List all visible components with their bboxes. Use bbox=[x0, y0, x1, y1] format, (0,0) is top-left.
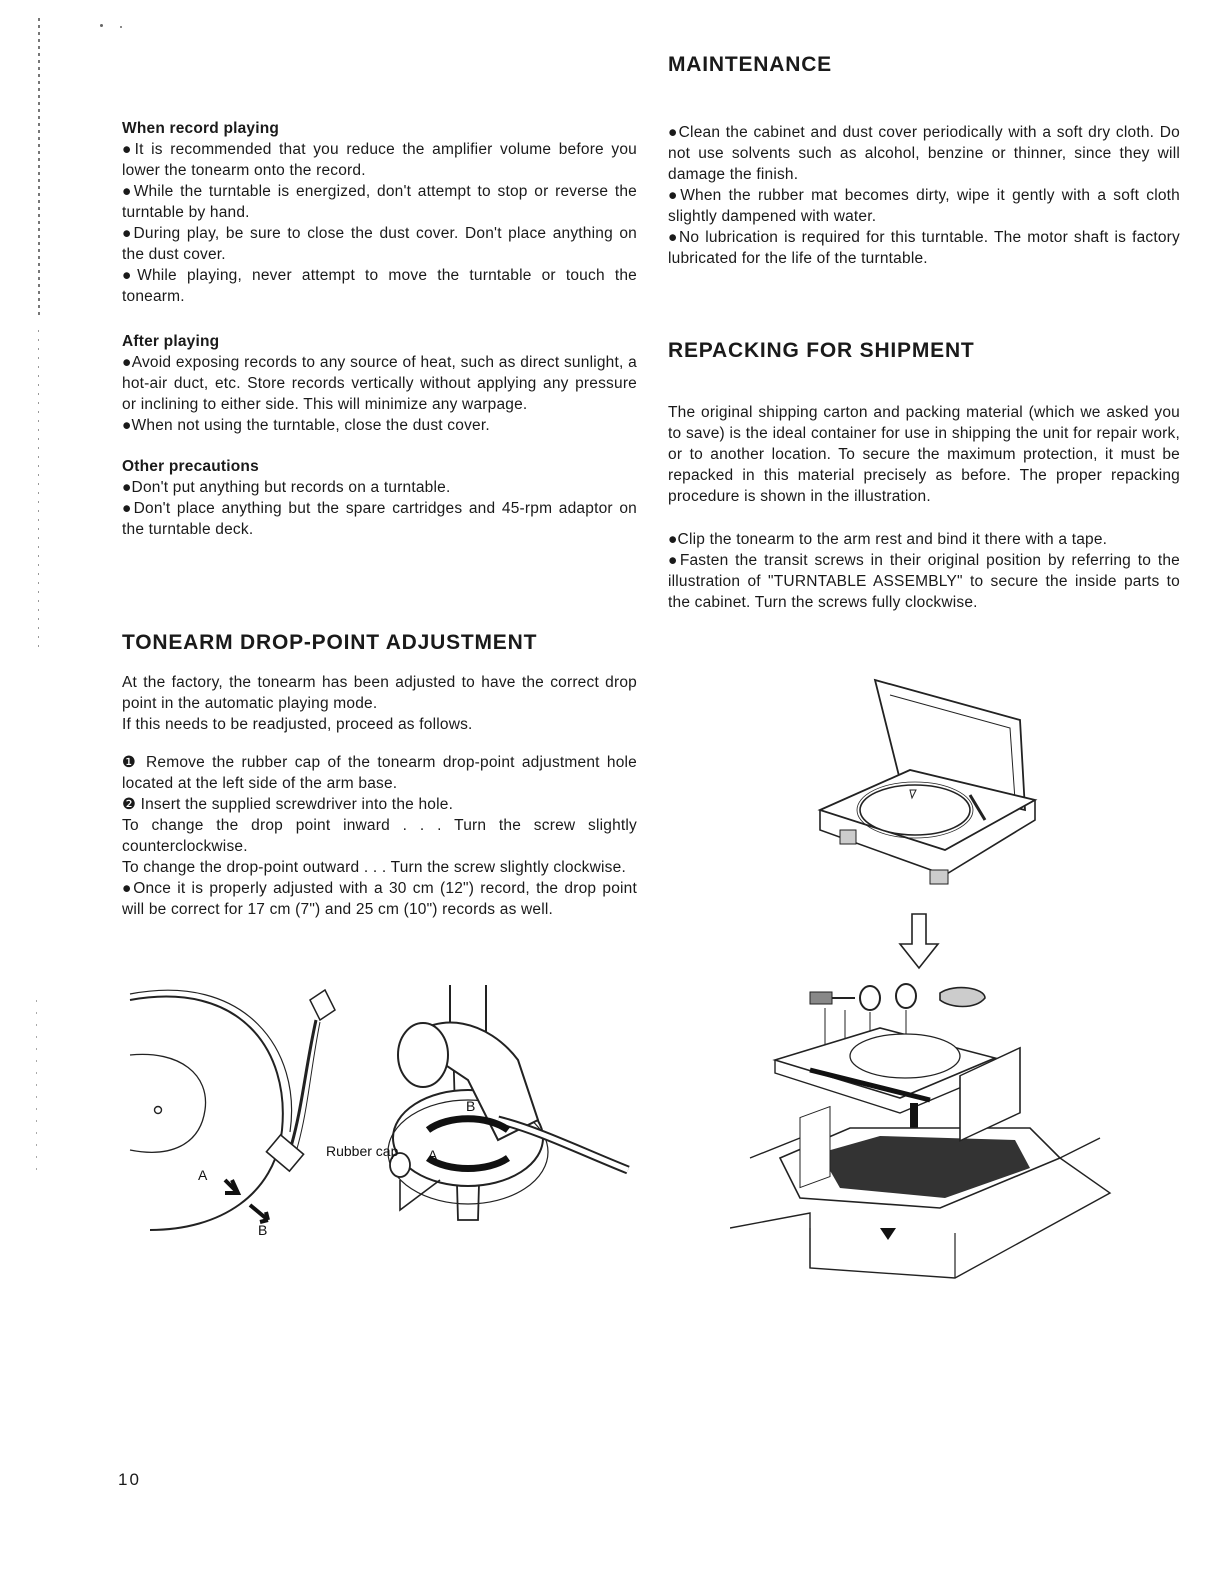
repacking-title: REPACKING FOR SHIPMENT bbox=[668, 339, 975, 362]
other-precautions-item-1: ●Don't put anything but records on a tur… bbox=[122, 479, 451, 496]
packing-carton-figure bbox=[730, 983, 1112, 1279]
drop-point-step-1: ❶ Remove the rubber cap of the tonearm d… bbox=[122, 754, 637, 792]
drop-point-section: TONEARM DROP-POINT ADJUSTMENT At the fac… bbox=[122, 630, 637, 920]
maintenance-section: MAINTENANCE ●Clean the cabinet and dust … bbox=[668, 52, 1180, 269]
repacking-paragraph: The original shipping carton and packing… bbox=[668, 404, 1180, 505]
other-precautions-heading: Other precautions bbox=[122, 458, 259, 475]
maintenance-item-3: ●No lubrication is required for this tur… bbox=[668, 229, 1180, 267]
after-playing-section: After playing ●Avoid exposing records to… bbox=[122, 331, 637, 436]
label-a-left: A bbox=[198, 1167, 208, 1183]
record-playing-item-1: ●It is recommended that you reduce the a… bbox=[122, 141, 637, 179]
drop-point-note: ●Once it is properly adjusted with a 30 … bbox=[122, 880, 637, 918]
repacking-item-2: ●Fasten the transit screws in their orig… bbox=[668, 552, 1180, 611]
record-playing-section: When record playing ●It is recommended t… bbox=[122, 118, 637, 307]
record-playing-heading: When record playing bbox=[122, 120, 280, 137]
drop-point-step-2: ❷ Insert the supplied screwdriver into t… bbox=[122, 796, 454, 813]
repacking-item-1: ●Clip the tonearm to the arm rest and bi… bbox=[668, 531, 1108, 548]
drop-point-intro-1: At the factory, the tonearm has been adj… bbox=[122, 674, 637, 712]
record-playing-item-4: ●While playing, never attempt to move th… bbox=[122, 267, 637, 305]
other-precautions-section: Other precautions ●Don't put anything bu… bbox=[122, 456, 637, 540]
maintenance-item-1: ●Clean the cabinet and dust cover period… bbox=[668, 124, 1180, 183]
right-column: MAINTENANCE ●Clean the cabinet and dust … bbox=[668, 52, 1180, 269]
record-playing-item-2: ●While the turntable is energized, don't… bbox=[122, 183, 637, 221]
drop-point-intro-2: If this needs to be readjusted, proceed … bbox=[122, 716, 473, 733]
maintenance-item-2: ●When the rubber mat becomes dirty, wipe… bbox=[668, 187, 1180, 225]
turntable-figure bbox=[817, 678, 1038, 885]
left-column: When record playing ●It is recommended t… bbox=[122, 118, 637, 540]
rubber-cap-label: Rubber cap bbox=[326, 1143, 399, 1159]
drop-point-inward: To change the drop point inward . . . Tu… bbox=[122, 817, 637, 855]
arrow-down-icon bbox=[898, 913, 940, 970]
drop-point-title: TONEARM DROP-POINT ADJUSTMENT bbox=[122, 631, 538, 654]
record-playing-item-3: ●During play, be sure to close the dust … bbox=[122, 225, 637, 263]
label-a-right: A bbox=[428, 1147, 438, 1163]
drop-point-adjustment-figure: Rubber cap A B bbox=[326, 985, 630, 1221]
after-playing-item-2: ●When not using the turntable, close the… bbox=[122, 417, 490, 434]
drop-point-outward: To change the drop-point outward . . . T… bbox=[122, 859, 626, 876]
maintenance-title: MAINTENANCE bbox=[668, 53, 832, 76]
after-playing-heading: After playing bbox=[122, 333, 220, 350]
other-precautions-item-2: ●Don't place anything but the spare cart… bbox=[122, 500, 637, 538]
after-playing-item-1: ●Avoid exposing records to any source of… bbox=[122, 354, 637, 413]
tonearm-record-figure: A B bbox=[129, 988, 336, 1238]
page-number: 10 bbox=[118, 1470, 141, 1489]
label-b-left: B bbox=[258, 1222, 267, 1238]
repacking-section: REPACKING FOR SHIPMENT The original ship… bbox=[668, 338, 1180, 613]
label-b-right: B bbox=[466, 1098, 475, 1114]
